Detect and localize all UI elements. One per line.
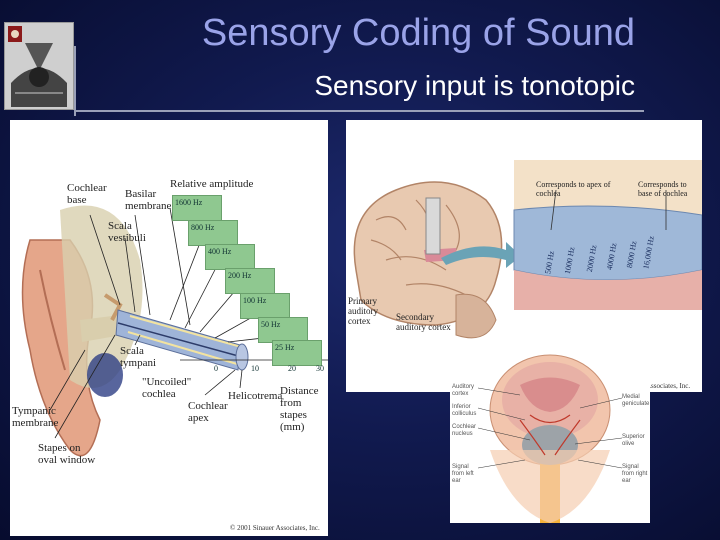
freq-label-50: 50 Hz bbox=[261, 320, 280, 329]
auditory-pathway-figure: Auditory cortex Inferior colliculus Coch… bbox=[450, 340, 650, 523]
pathway-label-left-0: Auditory cortex bbox=[452, 384, 480, 398]
pathway-label-right-1: Superior olive bbox=[622, 434, 650, 448]
freq-label-100: 100 Hz bbox=[243, 296, 266, 305]
label-scala-tympani: Scala tympani bbox=[120, 345, 160, 369]
label-base: Corresponds to base of cochlea bbox=[638, 180, 702, 198]
slide-subtitle: Sensory input is tonotopic bbox=[200, 70, 635, 102]
copyright-text: © 2001 Sinauer Associates, Inc. bbox=[230, 524, 320, 532]
freq-label-25: 25 Hz bbox=[275, 343, 294, 352]
label-relative-amplitude: Relative amplitude bbox=[170, 178, 280, 190]
freq-label-200: 200 Hz bbox=[228, 271, 251, 280]
credit-text: Associates, Inc. bbox=[646, 382, 690, 390]
pathway-label-left-1: Inferior colliculus bbox=[452, 404, 480, 418]
label-distance-from-stapes: Distance from stapes (mm) bbox=[280, 385, 328, 433]
freq-label-800: 800 Hz bbox=[191, 223, 214, 232]
label-cochlear-base: Cochlear base bbox=[67, 182, 109, 206]
label-uncoiled-cochlea: "Uncoiled" cochlea bbox=[142, 376, 200, 400]
slide-title: Sensory Coding of Sound bbox=[150, 12, 635, 55]
freq-label-400: 400 Hz bbox=[208, 247, 231, 256]
axis-tick-30: 30 bbox=[316, 364, 324, 373]
label-tympanic-membrane: Tympanic membrane bbox=[12, 405, 72, 429]
label-scala-vestibuli: Scala vestibuli bbox=[108, 220, 148, 244]
label-cochlear-apex: Cochlear apex bbox=[188, 400, 230, 424]
freq-label-1600: 1600 Hz bbox=[175, 198, 202, 207]
label-primary-auditory-cortex: Primary auditory cortex bbox=[348, 296, 398, 326]
pathway-label-left-3: Signal from left ear bbox=[452, 464, 480, 485]
cochlea-figure: 1600 Hz 800 Hz 400 Hz 200 Hz 100 Hz 50 H… bbox=[10, 120, 328, 536]
decorative-horizontal-line bbox=[74, 110, 644, 112]
axis-tick-20: 20 bbox=[288, 364, 296, 373]
label-apex: Corresponds to apex of cochlea bbox=[536, 180, 616, 198]
decorative-vertical-line bbox=[74, 46, 76, 116]
pathway-label-right-2: Signal from right ear bbox=[622, 464, 650, 485]
pathway-label-left-2: Cochlear nucleus bbox=[452, 424, 480, 438]
pathway-label-right-0: Medial geniculate bbox=[622, 394, 650, 408]
label-stapes-oval-window: Stapes on oval window bbox=[38, 442, 98, 466]
label-secondary-auditory-cortex: Secondary auditory cortex bbox=[396, 312, 466, 332]
logo-image bbox=[4, 22, 74, 110]
label-basilar-membrane: Basilar membrane bbox=[125, 188, 175, 212]
axis-tick-10: 10 bbox=[251, 364, 259, 373]
axis-tick-0: 0 bbox=[214, 364, 218, 373]
